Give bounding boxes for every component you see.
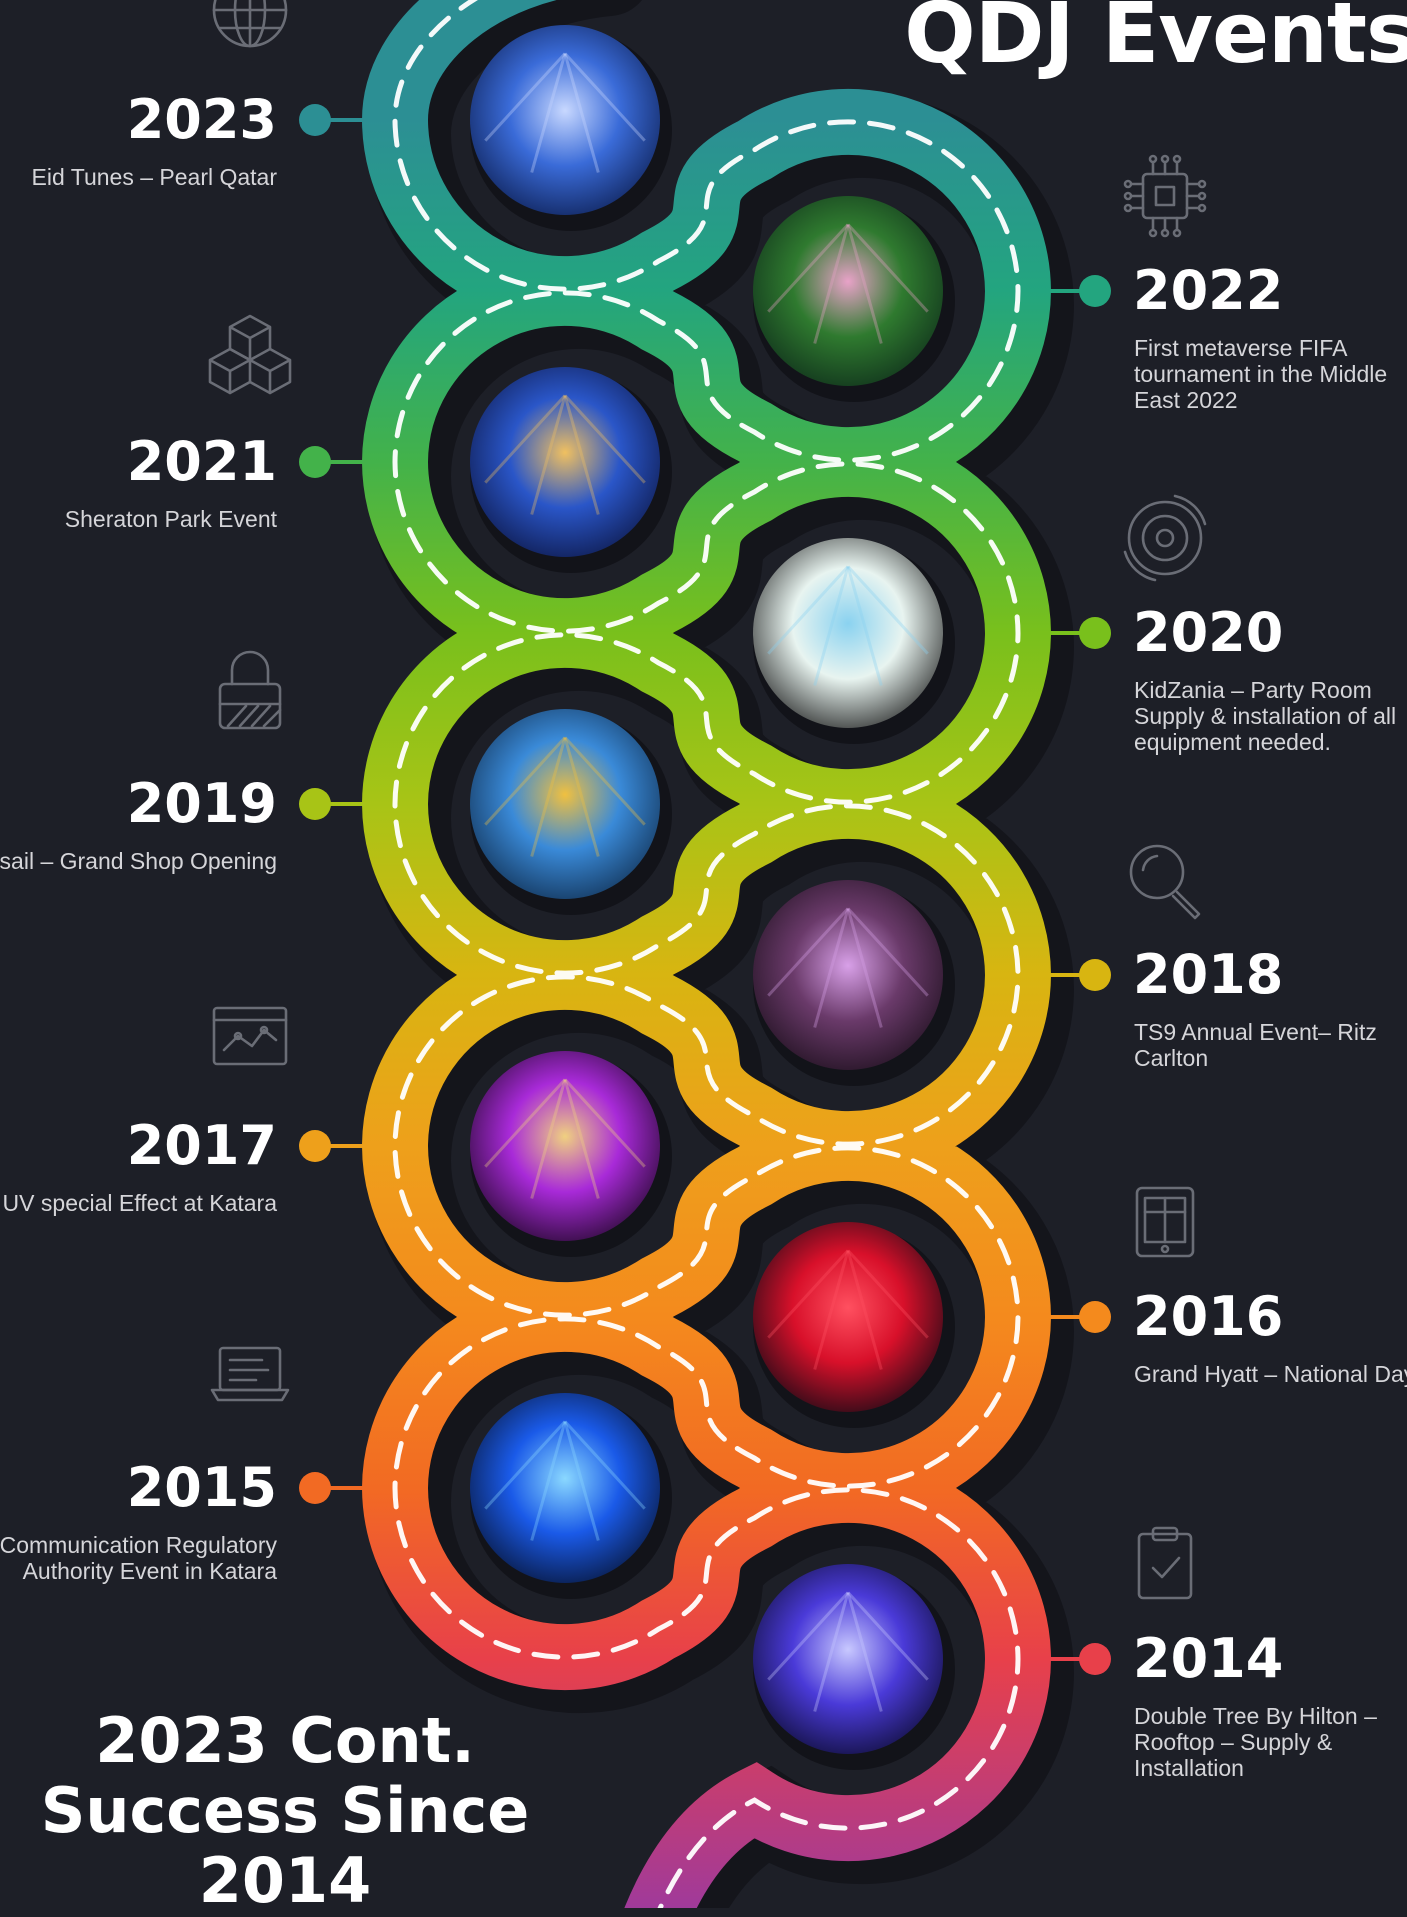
milestone-dot [299, 1130, 331, 1162]
milestone-year: 2022 [1133, 259, 1284, 322]
milestone-dot [1079, 275, 1111, 307]
footer-line-1: 2023 Cont. [95, 1704, 475, 1777]
milestone-year: 2014 [1133, 1627, 1284, 1690]
laptop-icon [210, 1346, 290, 1402]
magnifier-icon [1129, 844, 1201, 920]
clipboard-check-icon [1137, 1526, 1193, 1600]
milestone-dot [299, 446, 331, 478]
milestone-year: 2021 [126, 430, 277, 493]
milestone-year: 2020 [1133, 601, 1284, 664]
milestone-year: 2016 [1133, 1285, 1284, 1348]
milestone-dot [1079, 959, 1111, 991]
event-photo [753, 538, 943, 728]
target-icon [1123, 494, 1207, 582]
cubes-icon [208, 314, 292, 395]
milestone-description: Double Tree By Hilton – Rooftop – Supply… [1134, 1703, 1377, 1781]
lock-icon [218, 650, 282, 730]
milestone-year: 2019 [126, 772, 277, 835]
event-photo [753, 1222, 943, 1412]
milestone-year: 2023 [126, 88, 277, 151]
milestone-description: First metaverse FIFA tournament in the M… [1134, 335, 1388, 413]
milestone-dot [299, 104, 331, 136]
chip-icon [1123, 154, 1207, 238]
milestone-description: 3D UV special Effect at Katara [0, 1190, 277, 1216]
event-photo [470, 25, 660, 215]
milestone-description: Eid Tunes – Pearl Qatar [31, 164, 277, 190]
milestone-description: Communication Regulatory Authority Event… [0, 1532, 277, 1584]
milestone-description: KidZania – Party Room Supply & installat… [1134, 677, 1397, 755]
chart-window-icon [212, 1006, 288, 1066]
footer-line-3: 2014 [198, 1844, 372, 1917]
milestone-year: 2015 [126, 1456, 277, 1519]
event-photo [470, 367, 660, 557]
event-photo [470, 1393, 660, 1583]
milestone-dot [299, 1472, 331, 1504]
event-photo [753, 196, 943, 386]
milestone-dot [1079, 617, 1111, 649]
event-photo [470, 1051, 660, 1241]
milestone-dot [1079, 1301, 1111, 1333]
milestone-year: 2017 [126, 1114, 277, 1177]
milestone-description: Sheraton Park Event [64, 506, 277, 532]
page-title: QDJ Events [904, 0, 1407, 82]
milestone-description: TS9 Annual Event– Ritz Carlton [1134, 1019, 1377, 1071]
event-photo [470, 709, 660, 899]
milestone-dot [1079, 1643, 1111, 1675]
milestone-dot [299, 788, 331, 820]
footer-line-2: Success Since [40, 1774, 530, 1847]
milestone-description: Lusail – Grand Shop Opening [0, 848, 277, 874]
event-photo [753, 1564, 943, 1754]
milestone-year: 2018 [1133, 943, 1284, 1006]
tablet-icon [1135, 1186, 1195, 1258]
footer-text: 2023 Cont. Success Since 2014 [40, 1706, 530, 1916]
globe-icon [212, 0, 288, 48]
event-photo [753, 880, 943, 1070]
milestone-description: Grand Hyatt – National Day [1134, 1361, 1407, 1387]
road-dashes [392, 0, 1021, 1908]
